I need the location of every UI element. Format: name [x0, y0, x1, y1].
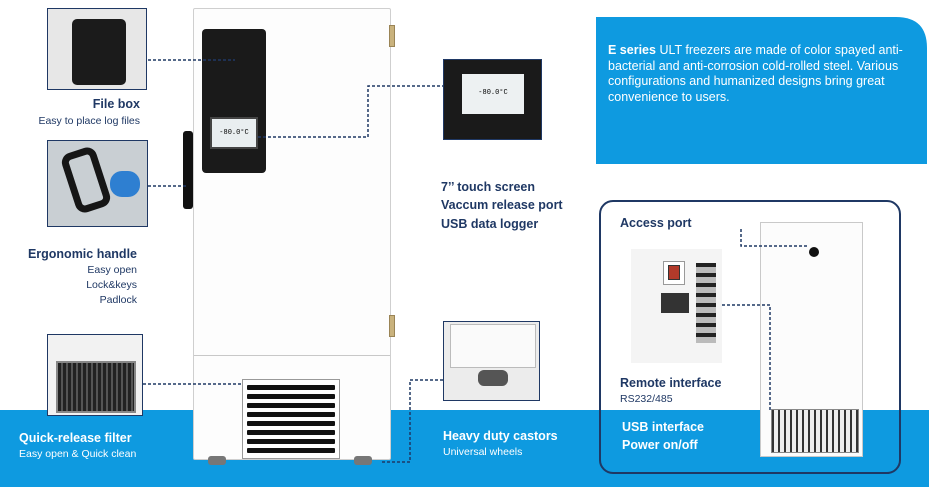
file-box-title: File box — [92, 97, 140, 111]
rear-vent — [771, 409, 859, 453]
access-port-title: Access port — [620, 216, 692, 230]
filter-grille — [242, 379, 340, 459]
remote-title: Remote interface — [620, 376, 722, 390]
castors-sub: Universal wheels — [443, 446, 523, 458]
control-panel: -80.0°C — [202, 29, 266, 173]
handle-line-1: Easy open — [87, 264, 137, 276]
filter-sub: Easy open & Quick clean — [19, 448, 137, 460]
remote-sub: RS232/485 — [620, 393, 673, 405]
caster — [208, 456, 226, 465]
caster — [354, 456, 372, 465]
filter-photo — [47, 334, 143, 416]
touch-screen-display: -80.0°C — [462, 74, 524, 114]
info-box: E series ULT freezers are made of color … — [596, 17, 927, 164]
freezer-display: -80.0°C — [210, 117, 258, 149]
filter-title: Quick-release filter — [19, 431, 132, 445]
handle-photo — [47, 140, 148, 227]
freezer-front-view: -80.0°C — [183, 8, 395, 465]
hinge — [389, 315, 395, 337]
freezer-back-view — [760, 222, 863, 457]
usb-line-1: USB interface — [622, 420, 704, 434]
castors-title: Heavy duty castors — [443, 429, 558, 443]
access-port-hole — [809, 247, 819, 257]
hinge — [389, 25, 395, 47]
door-divider — [194, 355, 390, 356]
usb-line-2: Power on/off — [622, 438, 698, 452]
handle-line-3: Padlock — [99, 294, 137, 306]
handle-line-2: Lock&keys — [86, 279, 137, 291]
castor-photo — [443, 321, 540, 401]
touch-screen-photo: -80.0°C — [443, 59, 542, 140]
touch-line-1: 7’’ touch screen — [441, 180, 536, 194]
info-text: ULT freezers are made of color spayed an… — [608, 43, 903, 104]
touch-line-2: Vaccum release port — [441, 198, 563, 212]
touch-line-3: USB data logger — [441, 217, 539, 231]
file-box-photo — [47, 8, 147, 90]
rear-features-frame — [599, 200, 901, 474]
handle-title: Ergonomic handle — [27, 247, 137, 261]
door-handle — [183, 131, 193, 209]
remote-interface-photo — [631, 249, 722, 363]
file-box-sub: Easy to place log files — [38, 115, 140, 127]
info-lead: E series — [608, 43, 656, 57]
